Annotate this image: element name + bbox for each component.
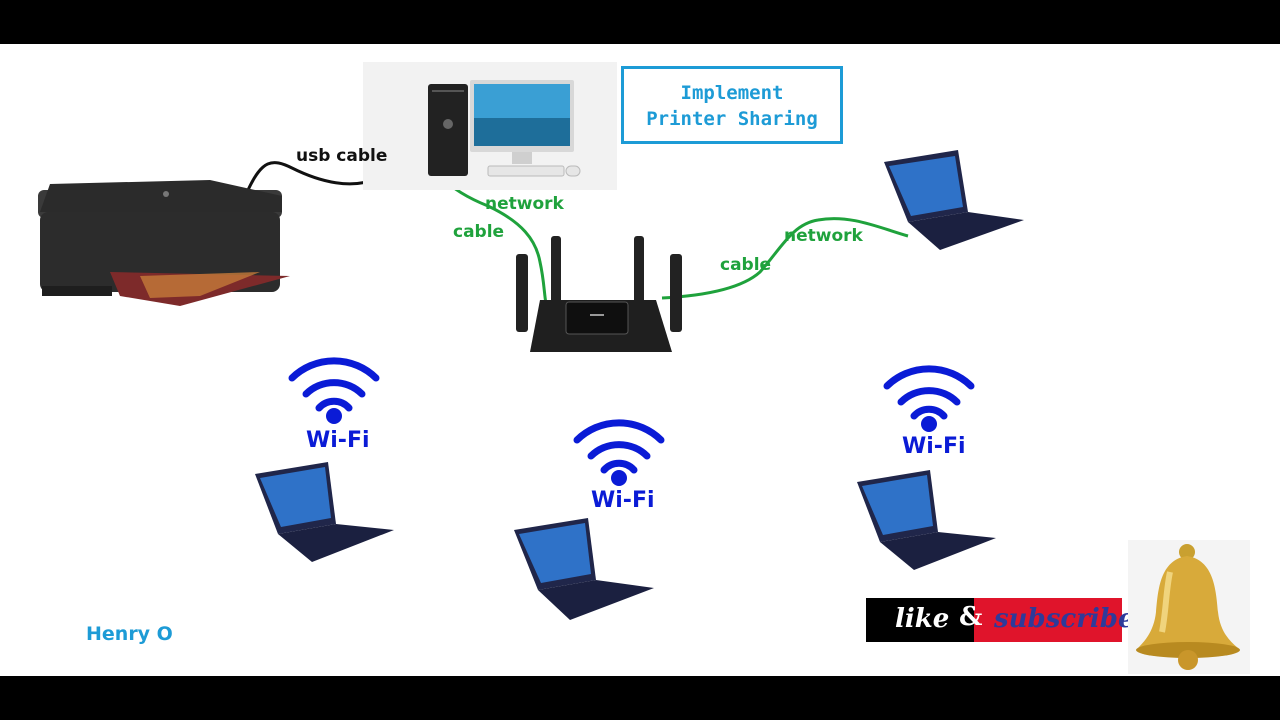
- laptop-icon: [255, 462, 394, 562]
- like-label: like: [895, 604, 950, 634]
- laptop-icon: [884, 150, 1024, 250]
- network-label-left: network: [485, 194, 564, 214]
- subscribe-label: subscribe: [994, 604, 1135, 634]
- letterbox-top: [0, 0, 1280, 44]
- wifi-icon: [288, 357, 380, 412]
- network-cable-laptop: [661, 217, 909, 300]
- laptop-icon: [857, 470, 996, 570]
- letterbox-bottom: [0, 676, 1280, 720]
- laptop-icon: [514, 518, 654, 620]
- wifi-label: Wi-Fi: [902, 434, 966, 459]
- like-subscribe-banner[interactable]: like & subscribe: [866, 598, 1135, 642]
- wifi-dot: [611, 470, 627, 486]
- cable-label-left: cable: [453, 222, 505, 242]
- title-box: Implement Printer Sharing: [621, 66, 843, 144]
- wifi-dot: [921, 416, 937, 432]
- cable-label-right: cable: [720, 255, 772, 275]
- wifi-label: Wi-Fi: [306, 428, 370, 453]
- wifi-icon: [883, 365, 975, 420]
- ampersand: &: [959, 602, 983, 632]
- wifi-icon: [573, 419, 665, 474]
- like-panel: [866, 598, 974, 642]
- title-line-1: Implement: [680, 82, 784, 104]
- title-line-2: Printer Sharing: [646, 108, 818, 130]
- network-label-right: network: [784, 226, 863, 246]
- usb-cable-label: usb cable: [296, 146, 388, 166]
- wifi-dot: [326, 408, 342, 424]
- author-label: Henry O: [86, 623, 173, 645]
- subscribe-panel: [974, 598, 1122, 642]
- wifi-label: Wi-Fi: [591, 488, 655, 513]
- diagram-canvas: [0, 44, 1280, 676]
